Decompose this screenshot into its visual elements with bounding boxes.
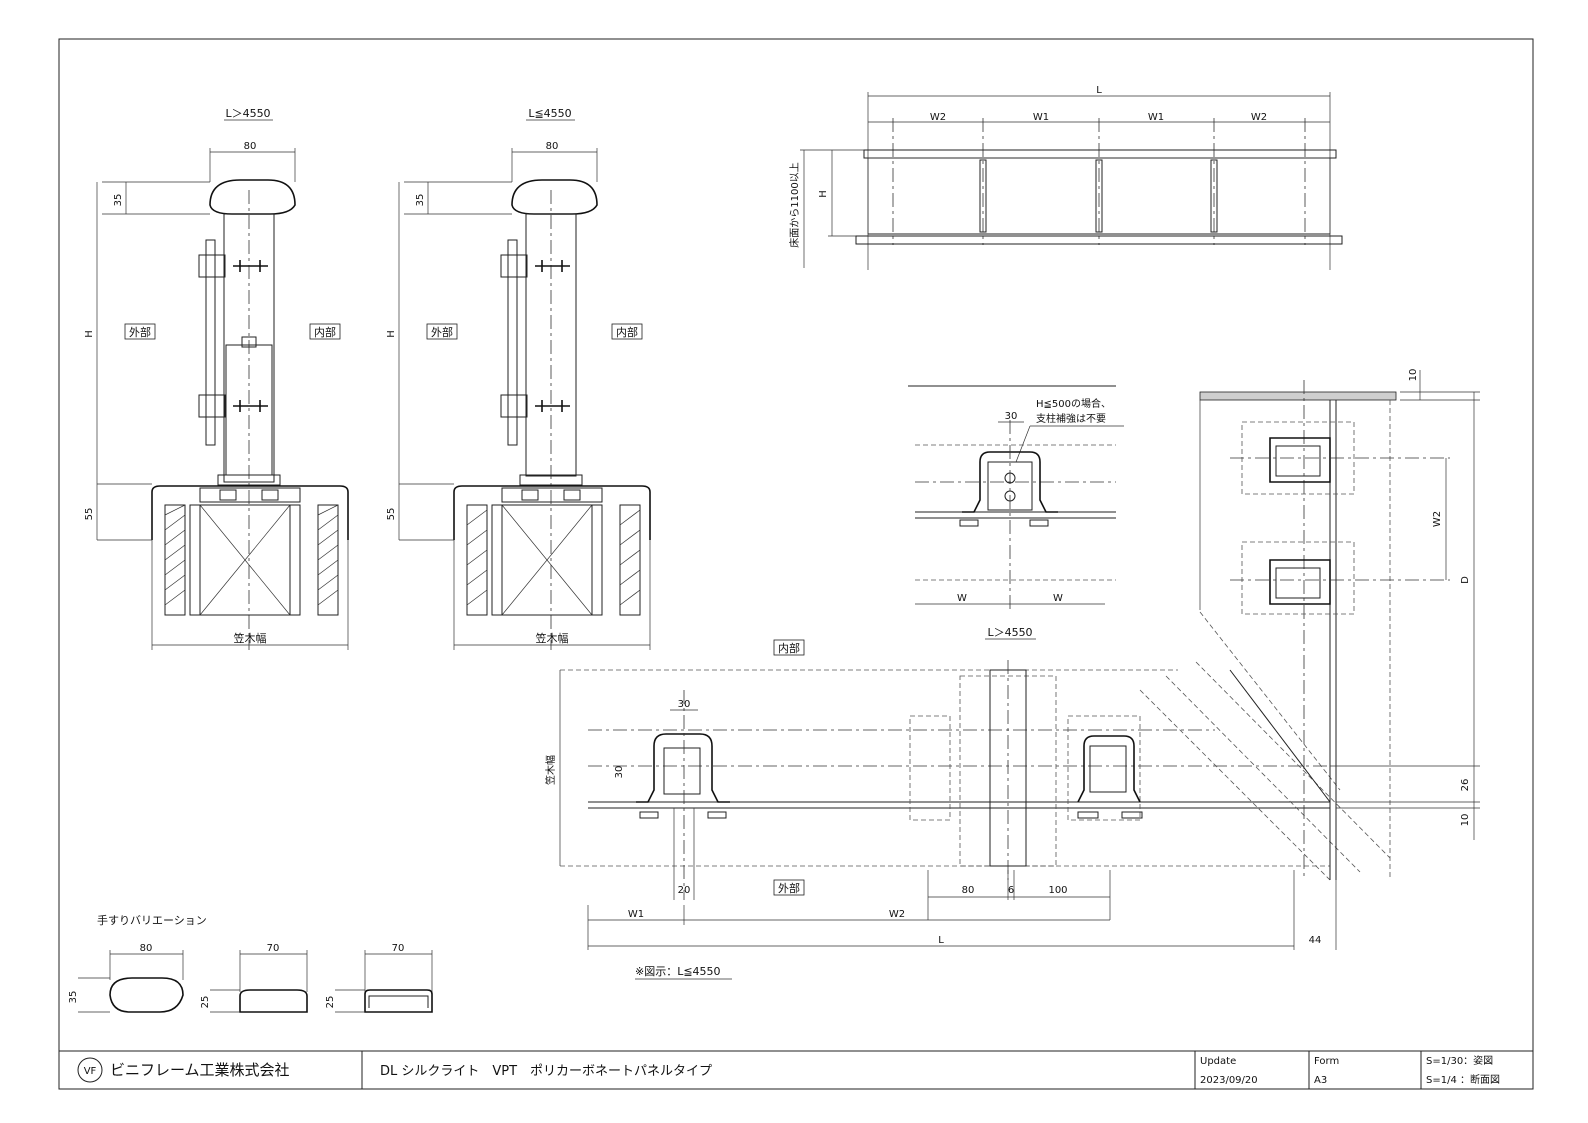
section-mid-heading: L≦4550 xyxy=(528,107,571,120)
plan-dim-80: 80 xyxy=(962,885,975,896)
plan-dim-w2-right: W2 xyxy=(1432,511,1443,527)
detail-note-2: 支柱補強は不要 xyxy=(1036,412,1106,425)
elevation-view: L W2 W1 W1 W2 H 床面から1100以上 xyxy=(788,85,1343,270)
svg-text:VF: VF xyxy=(84,1066,97,1077)
plan-outside: 外部 xyxy=(778,881,800,895)
dim-w1-a: W1 xyxy=(1033,112,1049,123)
sheet-border xyxy=(58,38,1534,1090)
form-label: Form xyxy=(1314,1056,1339,1067)
floor-note: 床面から1100以上 xyxy=(788,162,801,247)
detail-note-1: H≦500の場合、 xyxy=(1036,397,1111,410)
label-inside: 内部 xyxy=(314,325,336,339)
dim-35: 35 xyxy=(415,194,426,207)
plan-dim-10-bottom: 10 xyxy=(1460,814,1471,827)
plan-dim-w1: W1 xyxy=(628,909,644,920)
dim-35: 35 xyxy=(113,194,124,207)
dim-w-left: W xyxy=(957,593,967,604)
detail-view: H≦500の場合、 支柱補強は不要 30 W W L＞4550 xyxy=(908,385,1124,640)
handrail-cap xyxy=(209,179,296,215)
company-name: ビニフレーム工業株式会社 xyxy=(110,1061,290,1079)
dim-l: L xyxy=(1096,85,1102,96)
plan-dim-w2: W2 xyxy=(889,909,905,920)
handrail-v2-width: 70 xyxy=(267,943,280,954)
plan-dim-d: D xyxy=(1460,576,1471,584)
dim-55: 55 xyxy=(84,508,95,521)
handrail-v1-height: 35 xyxy=(68,991,79,1004)
dim-kasagi-width: 笠木幅 xyxy=(536,631,569,645)
scale-line-1: S=1/30：姿図 xyxy=(1426,1054,1493,1067)
section-view-left: L＞4550 80 35 H 外部 xyxy=(84,107,349,650)
plan-dim-20: 20 xyxy=(678,885,691,896)
plan-dim-30v: 30 xyxy=(614,766,625,779)
plan-dim-44: 44 xyxy=(1309,935,1322,946)
handrail-title: 手すりバリエーション xyxy=(97,913,207,927)
plan-view: 内部 笠木幅 30 30 20 xyxy=(544,369,1480,980)
dim-w-right: W xyxy=(1053,593,1063,604)
kasagi-body xyxy=(151,485,349,540)
plan-dim-10-top: 10 xyxy=(1408,369,1419,382)
plan-dim-26: 26 xyxy=(1460,779,1471,792)
plan-kasagi: 笠木幅 xyxy=(544,755,557,785)
detail-heading: L＞4550 xyxy=(987,626,1032,639)
section-view-mid: L≦4550 80 35 H 外部 内部 55 xyxy=(386,107,651,650)
dim-h: H xyxy=(84,330,95,338)
title-block: VF ビニフレーム工業株式会社 DL シルクライト VPT ポリカーボネートパネ… xyxy=(59,1050,1533,1089)
handrail-v3-height: 25 xyxy=(325,996,336,1009)
section-left-heading: L＞4550 xyxy=(225,107,270,120)
company-logo-icon xyxy=(77,1057,103,1083)
update-date: 2023/09/20 xyxy=(1200,1075,1258,1086)
plan-inside: 内部 xyxy=(778,641,800,655)
dim-80: 80 xyxy=(546,141,559,152)
label-outside: 外部 xyxy=(431,325,453,339)
dim-h: H xyxy=(386,330,397,338)
handrail-v1-width: 80 xyxy=(140,943,153,954)
update-label: Update xyxy=(1200,1056,1236,1067)
form-value: A3 xyxy=(1314,1075,1327,1086)
plan-dim-100: 100 xyxy=(1048,885,1067,896)
plan-note: ※図示：L≦4550 xyxy=(635,965,721,978)
scale-line-2: S=1/4 ：断面図 xyxy=(1426,1073,1500,1086)
dim-w2-right: W2 xyxy=(1251,112,1267,123)
handrail-cap xyxy=(511,179,598,215)
label-inside: 内部 xyxy=(616,325,638,339)
top-rail xyxy=(863,149,1337,159)
polycarbonate-panel xyxy=(205,239,216,446)
dim-55: 55 xyxy=(386,508,397,521)
post xyxy=(223,213,275,483)
handrail-variations: 手すりバリエーション 80 35 70 25 70 25 xyxy=(68,913,433,1013)
dim-w1-b: W1 xyxy=(1148,112,1164,123)
dim-kasagi-width: 笠木幅 xyxy=(234,631,267,645)
dim-30: 30 xyxy=(1005,411,1018,422)
product-title: DL シルクライト VPT ポリカーボネートパネルタイプ xyxy=(380,1064,712,1079)
handrail-v2 xyxy=(239,989,308,1013)
handrail-v3 xyxy=(364,989,433,1013)
dim-h: H xyxy=(818,190,829,198)
dim-w2-left: W2 xyxy=(930,112,946,123)
plan-dim-6: 6 xyxy=(1008,885,1014,896)
label-outside: 外部 xyxy=(129,325,151,339)
handrail-v1 xyxy=(109,977,184,1013)
plan-dim-l: L xyxy=(938,935,944,946)
dim-80: 80 xyxy=(244,141,257,152)
handrail-v3-width: 70 xyxy=(392,943,405,954)
plan-dim-30: 30 xyxy=(678,699,691,710)
handrail-v2-height: 25 xyxy=(200,996,211,1009)
